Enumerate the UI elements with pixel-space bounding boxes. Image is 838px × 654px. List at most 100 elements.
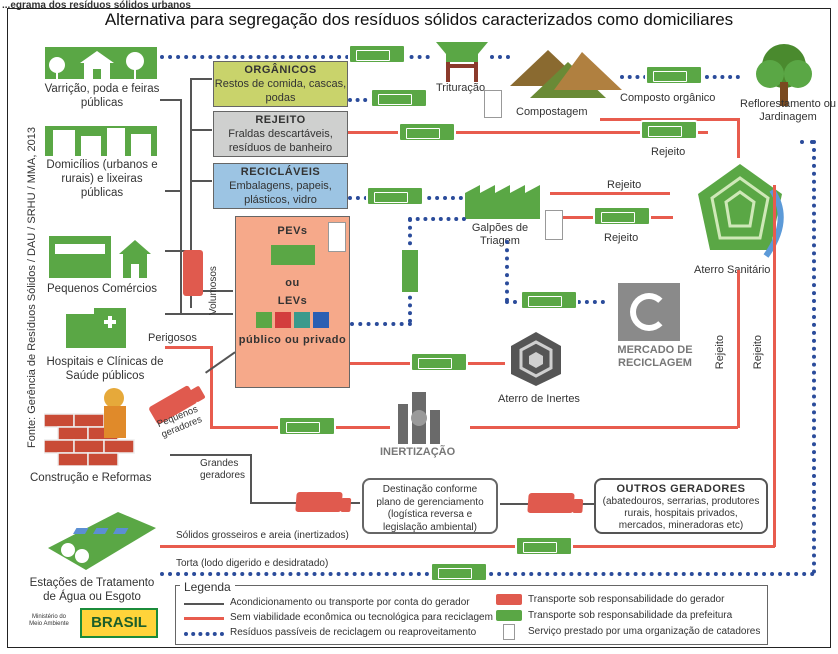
outros-title: OUTROS GERADORES bbox=[616, 483, 746, 495]
blue-line-to-compost bbox=[490, 55, 510, 59]
legend-title: Legenda bbox=[180, 580, 235, 594]
rejeito-label-3: Rejeito bbox=[604, 232, 639, 244]
legend-catador-icon bbox=[503, 624, 515, 640]
aterro-inertes-icon bbox=[511, 332, 561, 386]
volumosos-truck-icon bbox=[183, 250, 203, 296]
truck-varricao-icon bbox=[348, 44, 406, 64]
torta-label: Torta (lodo digerido e desidratado) bbox=[176, 558, 329, 569]
comercios-label: Pequenos Comércios bbox=[47, 283, 157, 295]
mercado-label: MERCADO DE RECICLAGEM bbox=[617, 344, 693, 370]
blue-line-varricao bbox=[160, 55, 430, 59]
truck-galpoes-icon bbox=[593, 206, 651, 226]
truck-outros-icon bbox=[527, 493, 575, 513]
diagram-frame bbox=[7, 8, 831, 648]
outros-body: (abatedouros, serrarias, produtores rura… bbox=[602, 496, 760, 532]
tree-icon bbox=[756, 44, 812, 106]
galpoes-icon bbox=[465, 185, 540, 219]
rejeito-label-1: Rejeito bbox=[651, 146, 686, 158]
legend-green-truck-icon bbox=[496, 610, 522, 621]
truck-reciclaveis-icon bbox=[366, 186, 424, 206]
legend-item-4: Transporte sob responsabilidade do gerad… bbox=[528, 594, 725, 605]
lev-bins-icon bbox=[236, 312, 349, 329]
legend-red-line bbox=[184, 617, 224, 620]
pevs-footer: público ou privado bbox=[238, 334, 347, 347]
aterro-sanitario-label: Aterro Sanitário bbox=[694, 264, 771, 276]
line-trunk-a bbox=[180, 99, 182, 314]
destinacao-box: Destinação conforme plano de gerenciamen… bbox=[362, 478, 498, 534]
truck-grandes-icon bbox=[295, 492, 343, 512]
catador-galpoes-icon bbox=[545, 210, 563, 240]
inertizacao-label: INERTIZAÇÃO bbox=[380, 446, 456, 458]
perigosos-label: Perigosos bbox=[148, 332, 197, 344]
catador-icon bbox=[328, 222, 346, 252]
inertizacao-icon bbox=[398, 392, 440, 444]
red-line-rejeito-2 bbox=[550, 192, 670, 195]
red-line-right bbox=[773, 185, 776, 547]
legend-item-3: Resíduos passíveis de reciclagem ou reap… bbox=[230, 627, 477, 638]
compostagem-icon bbox=[510, 50, 622, 98]
construcao-icon bbox=[44, 388, 135, 466]
line-to-organicos bbox=[190, 78, 212, 80]
aterro-sanitario-icon bbox=[698, 164, 784, 258]
estacoes-icon bbox=[48, 512, 156, 570]
legend-blue-line bbox=[184, 632, 224, 636]
rejeito-title: REJEITO bbox=[255, 114, 306, 126]
line-to-rejeito bbox=[190, 129, 212, 131]
line-to-pevs bbox=[190, 290, 233, 292]
aterro-inertes-label: Aterro de Inertes bbox=[498, 393, 580, 405]
hospitais-label: Hospitais e Clínicas de Saúde públicos bbox=[46, 356, 164, 382]
truck-compost-rejeito-icon bbox=[640, 120, 698, 140]
organicos-body: Restos de comida, cascas, podas bbox=[214, 77, 347, 104]
galpoes-label: Galpões de Triagem bbox=[471, 222, 529, 248]
brasil-logo: BRASIL bbox=[80, 608, 158, 638]
comercios-icon bbox=[49, 236, 151, 278]
legend bbox=[175, 585, 768, 645]
compostagem-label: Compostagem bbox=[516, 106, 588, 118]
trituracao-icon bbox=[436, 42, 488, 82]
red-line-compost-rejeito bbox=[600, 118, 740, 121]
source-text: Fonte: Gerência de Resíduos Sólidos / DA… bbox=[26, 127, 38, 448]
red-line-down-1 bbox=[737, 118, 740, 158]
composto-label: Composto orgânico bbox=[620, 92, 716, 104]
legend-item-2: Sem viabilidade econômica ou tecnológica… bbox=[230, 612, 493, 623]
line-hospitais bbox=[165, 313, 233, 315]
reciclaveis-title: RECICLÁVEIS bbox=[240, 166, 321, 178]
red-line-solidos bbox=[160, 545, 775, 548]
legend-item-1: Acondicionamento ou transporte por conta… bbox=[230, 597, 470, 608]
domicilios-icon bbox=[45, 126, 157, 156]
rejeito-box: REJEITO Fraldas descartáveis, resíduos d… bbox=[213, 111, 348, 157]
recycle-icon bbox=[618, 283, 680, 341]
rejeito-label-2: Rejeito bbox=[607, 179, 642, 191]
truck-perigosos-icon bbox=[278, 416, 336, 436]
blue-line-mercado-down bbox=[505, 240, 509, 302]
ministerio-logo: Ministério do Meio Ambiente bbox=[29, 614, 69, 627]
line-domicilios bbox=[165, 190, 180, 192]
truck-solidos-icon bbox=[515, 536, 573, 556]
red-line-perigosos bbox=[165, 346, 213, 349]
red-line-perigosos-down bbox=[210, 346, 213, 428]
truck-pevs-icon bbox=[400, 248, 420, 294]
rejeito-label-5: Rejeito bbox=[752, 335, 764, 370]
blue-line-to-galpoes bbox=[408, 217, 466, 221]
line-trunk-b bbox=[190, 78, 192, 308]
page-caption: ...egrama dos resíduos sólidos urbanos bbox=[2, 0, 191, 11]
line-to-reciclaveis bbox=[190, 180, 212, 182]
rejeito-body: Fraldas descartáveis, resíduos de banhei… bbox=[228, 127, 333, 154]
legend-gray-line bbox=[184, 603, 224, 605]
organicos-box: ORGÂNICOS Restos de comida, cascas, poda… bbox=[213, 61, 348, 107]
pevs-levs: LEVs bbox=[277, 294, 308, 307]
reflorestamento-label: Reflorestamento ou Jardinagem bbox=[740, 98, 836, 124]
line-comercios bbox=[165, 250, 190, 252]
outros-box: OUTROS GERADORES (abatedouros, serrarias… bbox=[594, 478, 768, 534]
legend-item-6: Serviço prestado por uma organização de … bbox=[528, 626, 761, 637]
solidos-label: Sólidos grosseiros e areia (inertizados) bbox=[176, 530, 349, 541]
line-grandes bbox=[170, 454, 250, 456]
pevs-ou: ou bbox=[285, 276, 300, 289]
varricao-label: Varrição, poda e feiras públicas bbox=[44, 83, 160, 109]
catador-trituracao-icon bbox=[484, 90, 502, 118]
truck-mercado-icon bbox=[520, 290, 578, 310]
truck-inertes-icon bbox=[410, 352, 468, 372]
source-note: Fonte: Gerência de Resíduos Sólidos / DA… bbox=[26, 98, 42, 448]
domicilios-label: Domicílios (urbanos e rurais) e lixeiras… bbox=[46, 159, 158, 199]
blue-line-pevs bbox=[350, 322, 412, 326]
